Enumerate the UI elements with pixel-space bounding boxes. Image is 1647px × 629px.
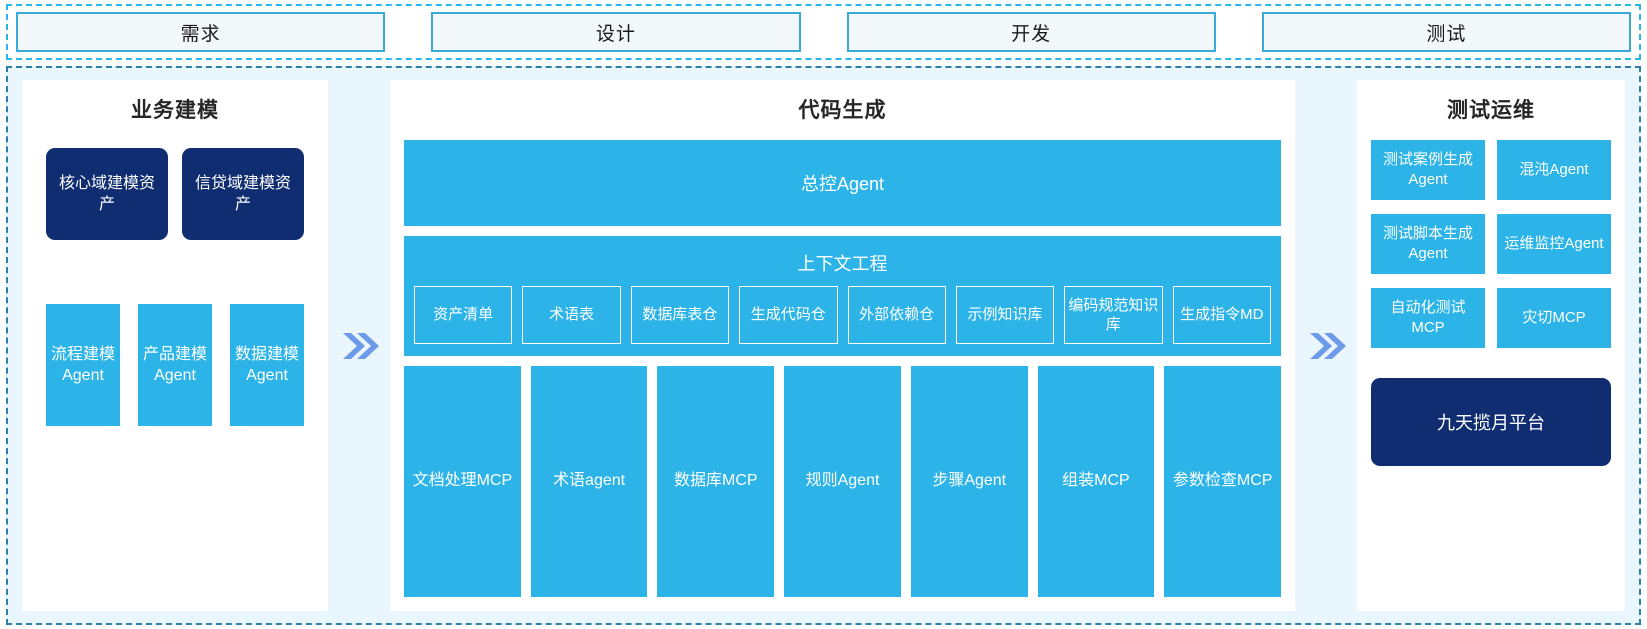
code-generation-tool-row: 文档处理MCP 术语agent 数据库MCP 规则Agent 步骤Agent 组… [404,366,1282,599]
context-item-generation-instruction-md[interactable]: 生成指令MD [1172,286,1271,344]
tool-card-parameter-check-mcp[interactable]: 参数检查MCP [1164,366,1282,597]
panel-title-business-modeling: 业务建模 [131,99,219,122]
stage-box-testing[interactable]: 测试 [1261,12,1631,52]
tool-card-database-mcp[interactable]: 数据库MCP [657,366,775,597]
stage-strip: 需求 设计 开发 测试 [6,4,1641,60]
tool-card-step-agent[interactable]: 步骤Agent [910,366,1028,597]
stage-box-development[interactable]: 开发 [846,12,1216,52]
context-item-example-knowledge-base[interactable]: 示例知识库 [955,286,1055,344]
agent-card-data-modeling[interactable]: 数据建模Agent [230,304,304,426]
panel-test-ops: 测试运维 测试案例生成Agent 混沌Agent 测试脚本生成Agent 运维监… [1357,80,1625,611]
test-ops-body: 测试案例生成Agent 混沌Agent 测试脚本生成Agent 运维监控Agen… [1371,126,1611,599]
context-item-coding-standard-knowledge-base[interactable]: 编码规范知识库 [1064,286,1163,344]
business-modeling-body: 核心域建模资产 信贷域建模资产 流程建模Agent 产品建模Agent 数据建模… [36,126,314,599]
asset-card-credit-domain[interactable]: 信贷域建模资产 [182,148,304,240]
context-item-glossary[interactable]: 术语表 [522,286,621,344]
test-ops-card-grid: 测试案例生成Agent 混沌Agent 测试脚本生成Agent 运维监控Agen… [1371,140,1611,348]
panel-business-modeling: 业务建模 核心域建模资产 信贷域建模资产 流程建模Agent 产品建模Agent… [22,80,328,611]
code-generation-body: 总控Agent 上下文工程 资产清单 术语表 数据库表仓 生成代码仓 外部依赖仓… [404,126,1282,599]
platform-card-jiutian-lanyue[interactable]: 九天揽月平台 [1371,378,1611,466]
ops-card-ops-monitoring-agent[interactable]: 运维监控Agent [1497,214,1611,274]
context-item-asset-list[interactable]: 资产清单 [414,286,513,344]
stage-box-requirements[interactable]: 需求 [16,12,386,52]
master-agent-bar[interactable]: 总控Agent [404,140,1281,226]
ops-card-test-case-generation-agent[interactable]: 测试案例生成Agent [1371,140,1485,200]
context-item-generated-code-repo[interactable]: 生成代码仓 [739,286,838,344]
business-agent-row: 流程建模Agent 产品建模Agent 数据建模Agent [36,304,314,426]
asset-card-core-domain[interactable]: 核心域建模资产 [46,148,168,240]
context-engineering-block: 上下文工程 资产清单 术语表 数据库表仓 生成代码仓 外部依赖仓 示例知识库 编… [404,236,1281,356]
double-chevron-right-icon-left [328,80,390,611]
business-asset-row: 核心域建模资产 信贷域建模资产 [36,148,314,240]
context-item-db-table-repo[interactable]: 数据库表仓 [630,286,730,344]
agent-card-product-modeling[interactable]: 产品建模Agent [138,304,212,426]
architecture-body: 业务建模 核心域建模资产 信贷域建模资产 流程建模Agent 产品建模Agent… [6,66,1641,625]
tool-card-rule-agent[interactable]: 规则Agent [784,366,901,597]
ops-card-disaster-switch-mcp[interactable]: 灾切MCP [1497,288,1611,348]
context-item-external-dependency-repo[interactable]: 外部依赖仓 [847,286,946,344]
tool-card-glossary-agent[interactable]: 术语agent [530,366,648,597]
tool-card-document-processing-mcp[interactable]: 文档处理MCP [404,366,521,597]
panel-title-test-ops: 测试运维 [1447,99,1535,122]
panel-title-code-generation: 代码生成 [798,99,887,122]
ops-card-automated-test-mcp[interactable]: 自动化测试MCP [1371,288,1485,348]
tool-card-assembly-mcp[interactable]: 组装MCP [1037,366,1155,597]
ops-card-test-script-generation-agent[interactable]: 测试脚本生成Agent [1371,214,1485,274]
double-chevron-right-icon-right [1295,80,1357,611]
context-engineering-title: 上下文工程 [797,254,888,274]
stage-box-design[interactable]: 设计 [431,12,801,52]
panel-code-generation: 代码生成 总控Agent 上下文工程 资产清单 术语表 数据库表仓 生成代码仓 … [390,80,1295,611]
agent-card-process-modeling[interactable]: 流程建模Agent [46,304,120,426]
ops-card-chaos-agent[interactable]: 混沌Agent [1497,140,1611,200]
context-item-list: 资产清单 术语表 数据库表仓 生成代码仓 外部依赖仓 示例知识库 编码规范知识库… [414,286,1271,344]
